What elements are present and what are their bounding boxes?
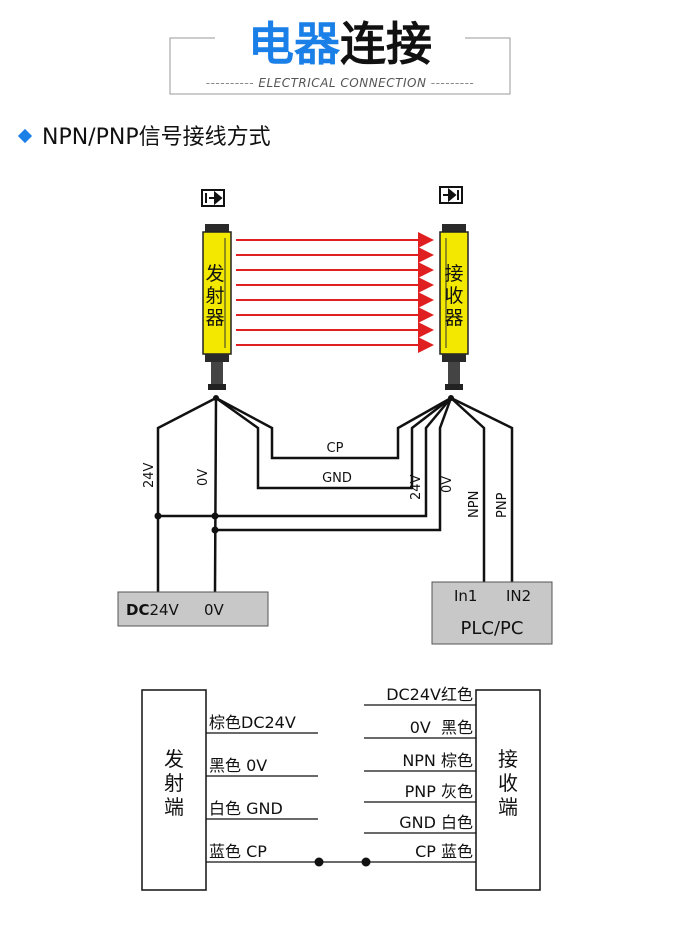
emitter-sensor: 发 射 器 <box>202 224 232 390</box>
wire-label-cp: CP <box>327 441 344 456</box>
left-wire-label-brown: 棕色DC24V <box>209 713 296 732</box>
section-title: NPN/PNP信号接线方式 <box>42 125 271 150</box>
wire-label-emitter-24v: 24V <box>142 462 157 488</box>
plc-label: PLC/PC <box>461 618 524 639</box>
cp-junction-dot-left <box>314 857 324 867</box>
power-0v: 0V <box>204 601 225 619</box>
junction-dot <box>154 512 162 520</box>
left-wire-lines <box>206 732 476 863</box>
page-subtitle: ---------- ELECTRICAL CONNECTION -------… <box>206 76 474 90</box>
wire-label-gnd: GND <box>322 471 352 486</box>
emitter-label-2: 射 <box>205 285 224 307</box>
receiver-end-box <box>475 689 541 891</box>
junction-dot <box>213 395 219 401</box>
emitter-end-label-2: 射 <box>164 771 184 795</box>
power-supply-label: DC24V <box>126 601 180 619</box>
plc-box: In1 IN2 PLC/PC <box>431 581 553 645</box>
wire-pnp <box>450 396 514 582</box>
wire-npn <box>450 397 486 582</box>
wire-gnd <box>215 396 452 490</box>
wire-receiver-0v <box>215 397 453 532</box>
left-wire-label-blue: 蓝色 CP <box>209 842 267 861</box>
left-wire-label-black: 黑色 0V <box>209 756 267 775</box>
right-wire-label-brown: NPN 棕色 <box>402 751 473 770</box>
power-24v: 24V <box>149 601 179 619</box>
header-title-mask <box>215 20 465 54</box>
right-wire-label-gray: PNP 灰色 <box>405 782 473 801</box>
junction-dot <box>448 395 454 401</box>
receiver-label-3: 器 <box>444 307 463 329</box>
diamond-bullet-icon <box>17 128 33 144</box>
subtitle-dash-right: --------- <box>426 76 474 90</box>
wire-receiver-24v <box>158 397 452 518</box>
page-title: 电器连接 <box>248 17 432 71</box>
power-supply-box: DC24V 0V <box>117 591 269 627</box>
wire-label-pnp: PNP <box>495 492 510 518</box>
header: 电器连接 ---------- ELECTRICAL CONNECTION --… <box>169 17 511 95</box>
junction-dot <box>211 526 219 534</box>
wire-label-npn: NPN <box>467 491 482 518</box>
page-title-black: 连接 <box>340 17 432 71</box>
receiver-end-label-2: 收 <box>498 771 518 795</box>
wire-emitter-0v <box>213 397 218 593</box>
wiring <box>154 395 514 593</box>
receiver-label-2: 收 <box>444 285 463 307</box>
light-beams <box>236 232 434 353</box>
wire-color-table: 发 射 端 接 收 端 棕色DC24V 黑色 0V 白色 GND 蓝色 CP D… <box>141 685 541 891</box>
wire-label-receiver-0v: 0V <box>440 476 455 493</box>
receiver-end-label-1: 接 <box>498 747 518 771</box>
junction-dot <box>211 512 219 520</box>
emitter-label-3: 器 <box>205 307 224 329</box>
wire-emitter-24v <box>156 396 217 592</box>
subtitle-text: ELECTRICAL CONNECTION <box>258 76 426 90</box>
right-wire-lines <box>364 704 476 834</box>
emitter-end-label-1: 发 <box>164 747 184 771</box>
wire-label-receiver-24v: 24V <box>409 474 424 500</box>
emitter-label-1: 发 <box>205 263 224 285</box>
receiver-end-label-3: 端 <box>498 795 518 819</box>
emitter-end-label-3: 端 <box>164 795 184 819</box>
right-wire-label-blue: CP 蓝色 <box>415 842 473 861</box>
right-wire-label-red: DC24V红色 <box>386 685 473 704</box>
receiver-sensor: 接 收 器 <box>439 224 469 390</box>
plc-in1: In1 <box>454 587 477 605</box>
right-wire-label-white: GND 白色 <box>399 813 473 832</box>
wire-label-emitter-0v: 0V <box>196 469 211 486</box>
right-wire-label-black: 0V 黑色 <box>410 718 473 737</box>
cp-junction-dot-right <box>361 857 371 867</box>
subtitle-dash-left: ---------- <box>206 76 259 90</box>
left-wire-label-white: 白色 GND <box>209 799 283 818</box>
emitter-end-box <box>141 689 207 891</box>
plc-in2: IN2 <box>506 587 531 605</box>
power-dc: DC <box>126 601 149 619</box>
emitter-symbol-icon <box>201 189 225 207</box>
receiver-label-1: 接 <box>444 263 463 285</box>
page-title-blue: 电器 <box>248 17 341 71</box>
receiver-symbol-icon <box>439 186 463 204</box>
wire-cp <box>215 396 452 460</box>
section-heading: NPN/PNP信号接线方式 <box>17 125 271 150</box>
